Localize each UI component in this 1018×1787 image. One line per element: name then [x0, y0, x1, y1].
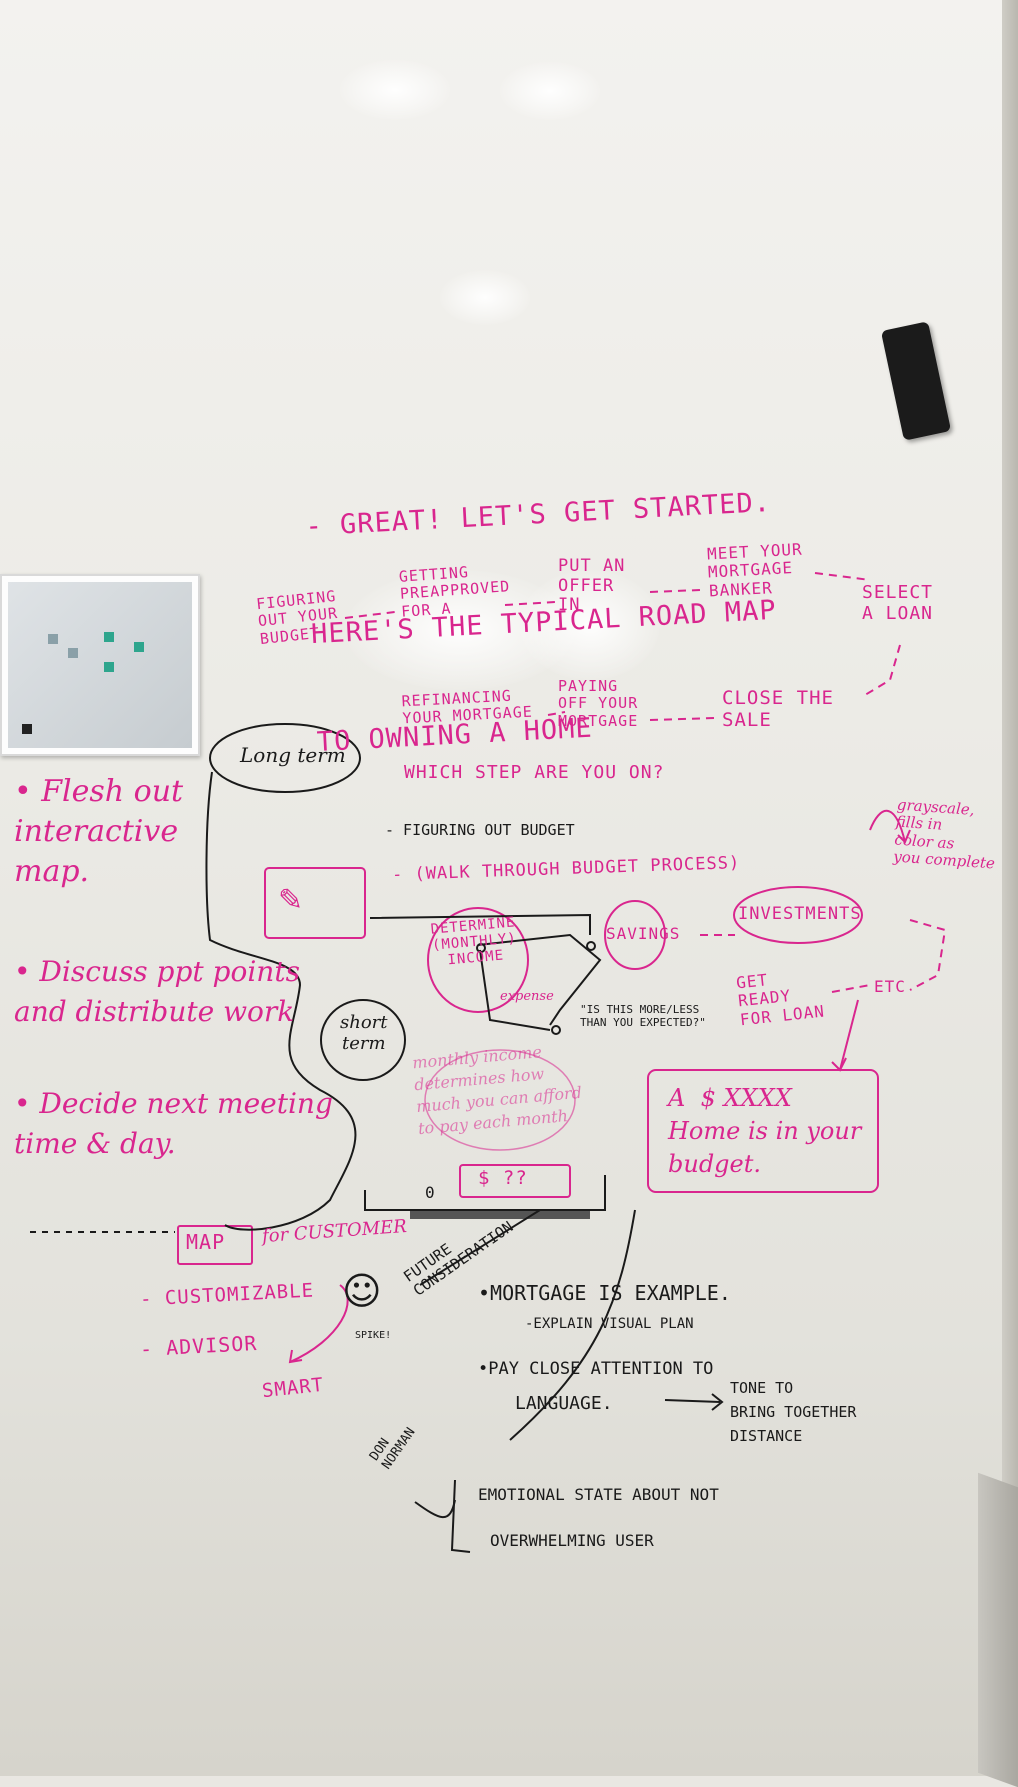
- light-glare: [440, 270, 530, 325]
- savings-label: SAVINGS: [606, 924, 681, 943]
- language-label: LANGUAGE.: [515, 1393, 613, 1414]
- amount-box: [459, 1164, 571, 1198]
- road-connector: [864, 644, 901, 696]
- bracket-hook: [414, 1499, 456, 1519]
- node-dot: [476, 943, 486, 953]
- agenda-item-2: • Discuss ppt points and distribute work: [14, 955, 300, 1028]
- node-dot: [551, 1025, 561, 1035]
- language-arrow: [509, 1209, 636, 1441]
- road-connector: [831, 984, 871, 993]
- pinned-photo: [0, 574, 200, 756]
- heading-line-1: - GREAT! LET'S GET STARTED.: [304, 486, 772, 543]
- result-box: [647, 1069, 879, 1193]
- step-refinancing: REFINANCING YOUR MORTGAGE: [401, 686, 534, 728]
- map-label: MAP: [186, 1230, 226, 1254]
- board-frame: [1002, 0, 1018, 1776]
- step-paying-off: PAYING OFF YOUR MORTGAGE: [558, 677, 639, 730]
- investments-oval: [733, 886, 863, 944]
- step-figuring-budget: FIGURING OUT YOUR BUDGET: [255, 586, 339, 648]
- step-select-loan: SELECT A LOAN: [862, 582, 934, 624]
- agenda-item-1: • Flesh out interactive map.: [14, 774, 184, 889]
- sticky-note: [68, 648, 78, 658]
- node-dot: [586, 941, 596, 951]
- bracket-line: [450, 1479, 471, 1553]
- spike-label: SPIKE!: [355, 1330, 392, 1341]
- figuring-out-budget: - FIGURING OUT BUDGET: [385, 821, 575, 839]
- arrow-head: [288, 1349, 303, 1364]
- arrow-line: [839, 999, 859, 1071]
- agenda-item-3: • Decide next meeting time & day.: [14, 1087, 333, 1160]
- bracket-curve: [205, 771, 357, 1231]
- investments-label: INVESTMENTS: [738, 904, 862, 924]
- flow-line: [477, 933, 602, 1026]
- heading-block: - GREAT! LET'S GET STARTED. HERE'S THE T…: [301, 413, 785, 797]
- curved-arrow: [869, 809, 906, 843]
- long-term-oval: [209, 723, 361, 793]
- spike-character-icon: ☺: [342, 1269, 382, 1313]
- is-this-question: "IS THIS MORE/LESS THAN YOU EXPECTED?": [580, 1003, 706, 1029]
- flow-line: [479, 949, 551, 1031]
- determine-oval: [427, 907, 529, 1013]
- logo-box: [264, 867, 366, 939]
- light-glare: [520, 570, 660, 680]
- slider-zero: 0: [425, 1183, 435, 1202]
- heading-line-3: TO OWNING A HOME: [316, 712, 594, 758]
- light-glare: [500, 62, 600, 120]
- sticky-note: [134, 642, 144, 652]
- monthly-income-note: monthly income determines how much you c…: [411, 1042, 583, 1139]
- slider-amount: $ ??: [478, 1167, 528, 1189]
- photo-image: [8, 582, 192, 748]
- logo-sketch: ✎: [278, 883, 305, 918]
- overwhelming-user: OVERWHELMING USER: [490, 1531, 654, 1550]
- mortgage-example: •MORTGAGE IS EXAMPLE.: [478, 1281, 731, 1305]
- expense-label: expense: [500, 989, 554, 1004]
- emotional-state: EMOTIONAL STATE ABOUT NOT: [478, 1485, 719, 1504]
- which-step-question: WHICH STEP ARE YOU ON?: [404, 762, 665, 783]
- heading-line-2: HERE'S THE TYPICAL ROAD MAP: [310, 594, 778, 651]
- road-connector: [814, 572, 871, 581]
- pay-close-attention: •PAY CLOSE ATTENTION TO: [478, 1359, 714, 1379]
- slider-track: [364, 1175, 606, 1211]
- grayscale-note: grayscale, fills in color as you complet…: [892, 795, 996, 873]
- road-connector: [649, 717, 716, 721]
- etc-label: ETC: [874, 977, 906, 996]
- map-box: [177, 1225, 253, 1265]
- magnet: [22, 724, 32, 734]
- tone-note: TONE TO BRING TOGETHER DISTANCE: [730, 1379, 857, 1445]
- road-connector: [909, 919, 947, 991]
- flow-line: [369, 913, 591, 935]
- sticky-note: [48, 634, 58, 644]
- step-put-offer: PUT AN OFFER IN: [558, 556, 626, 616]
- arrow-head: [831, 1057, 847, 1072]
- light-glare: [340, 60, 450, 120]
- sticky-note: [104, 632, 114, 642]
- short-term-oval: [320, 999, 406, 1081]
- result-text: A $ XXXX Home is in your budget.: [668, 1084, 862, 1178]
- savings-oval: [604, 900, 666, 970]
- step-preapproved: GETTING PREAPPROVED FOR A: [398, 563, 511, 621]
- explain-visual-plan: -EXPLAIN VISUAL PLAN: [525, 1316, 694, 1332]
- sticky-note: [104, 662, 114, 672]
- long-term-label: Long term: [240, 743, 346, 767]
- advisor-arrow: [289, 1284, 349, 1363]
- arrow-head: [897, 829, 911, 844]
- arrow-head: [711, 1393, 724, 1411]
- determine-income: DETERMINE (MONTHLY) INCOME: [430, 914, 518, 969]
- short-term-label: short term: [340, 1012, 388, 1054]
- note-bubble: [424, 1049, 576, 1151]
- step-close-sale: CLOSE THE SALE: [722, 687, 834, 731]
- future-line: [419, 1209, 541, 1286]
- get-ready-for-loan: GET READY FOR LOAN: [735, 970, 826, 1030]
- tone-arrow: [664, 1399, 721, 1403]
- road-connector: [547, 711, 566, 716]
- step-meet-banker: MEET YOUR MORTGAGE BANKER: [706, 539, 804, 601]
